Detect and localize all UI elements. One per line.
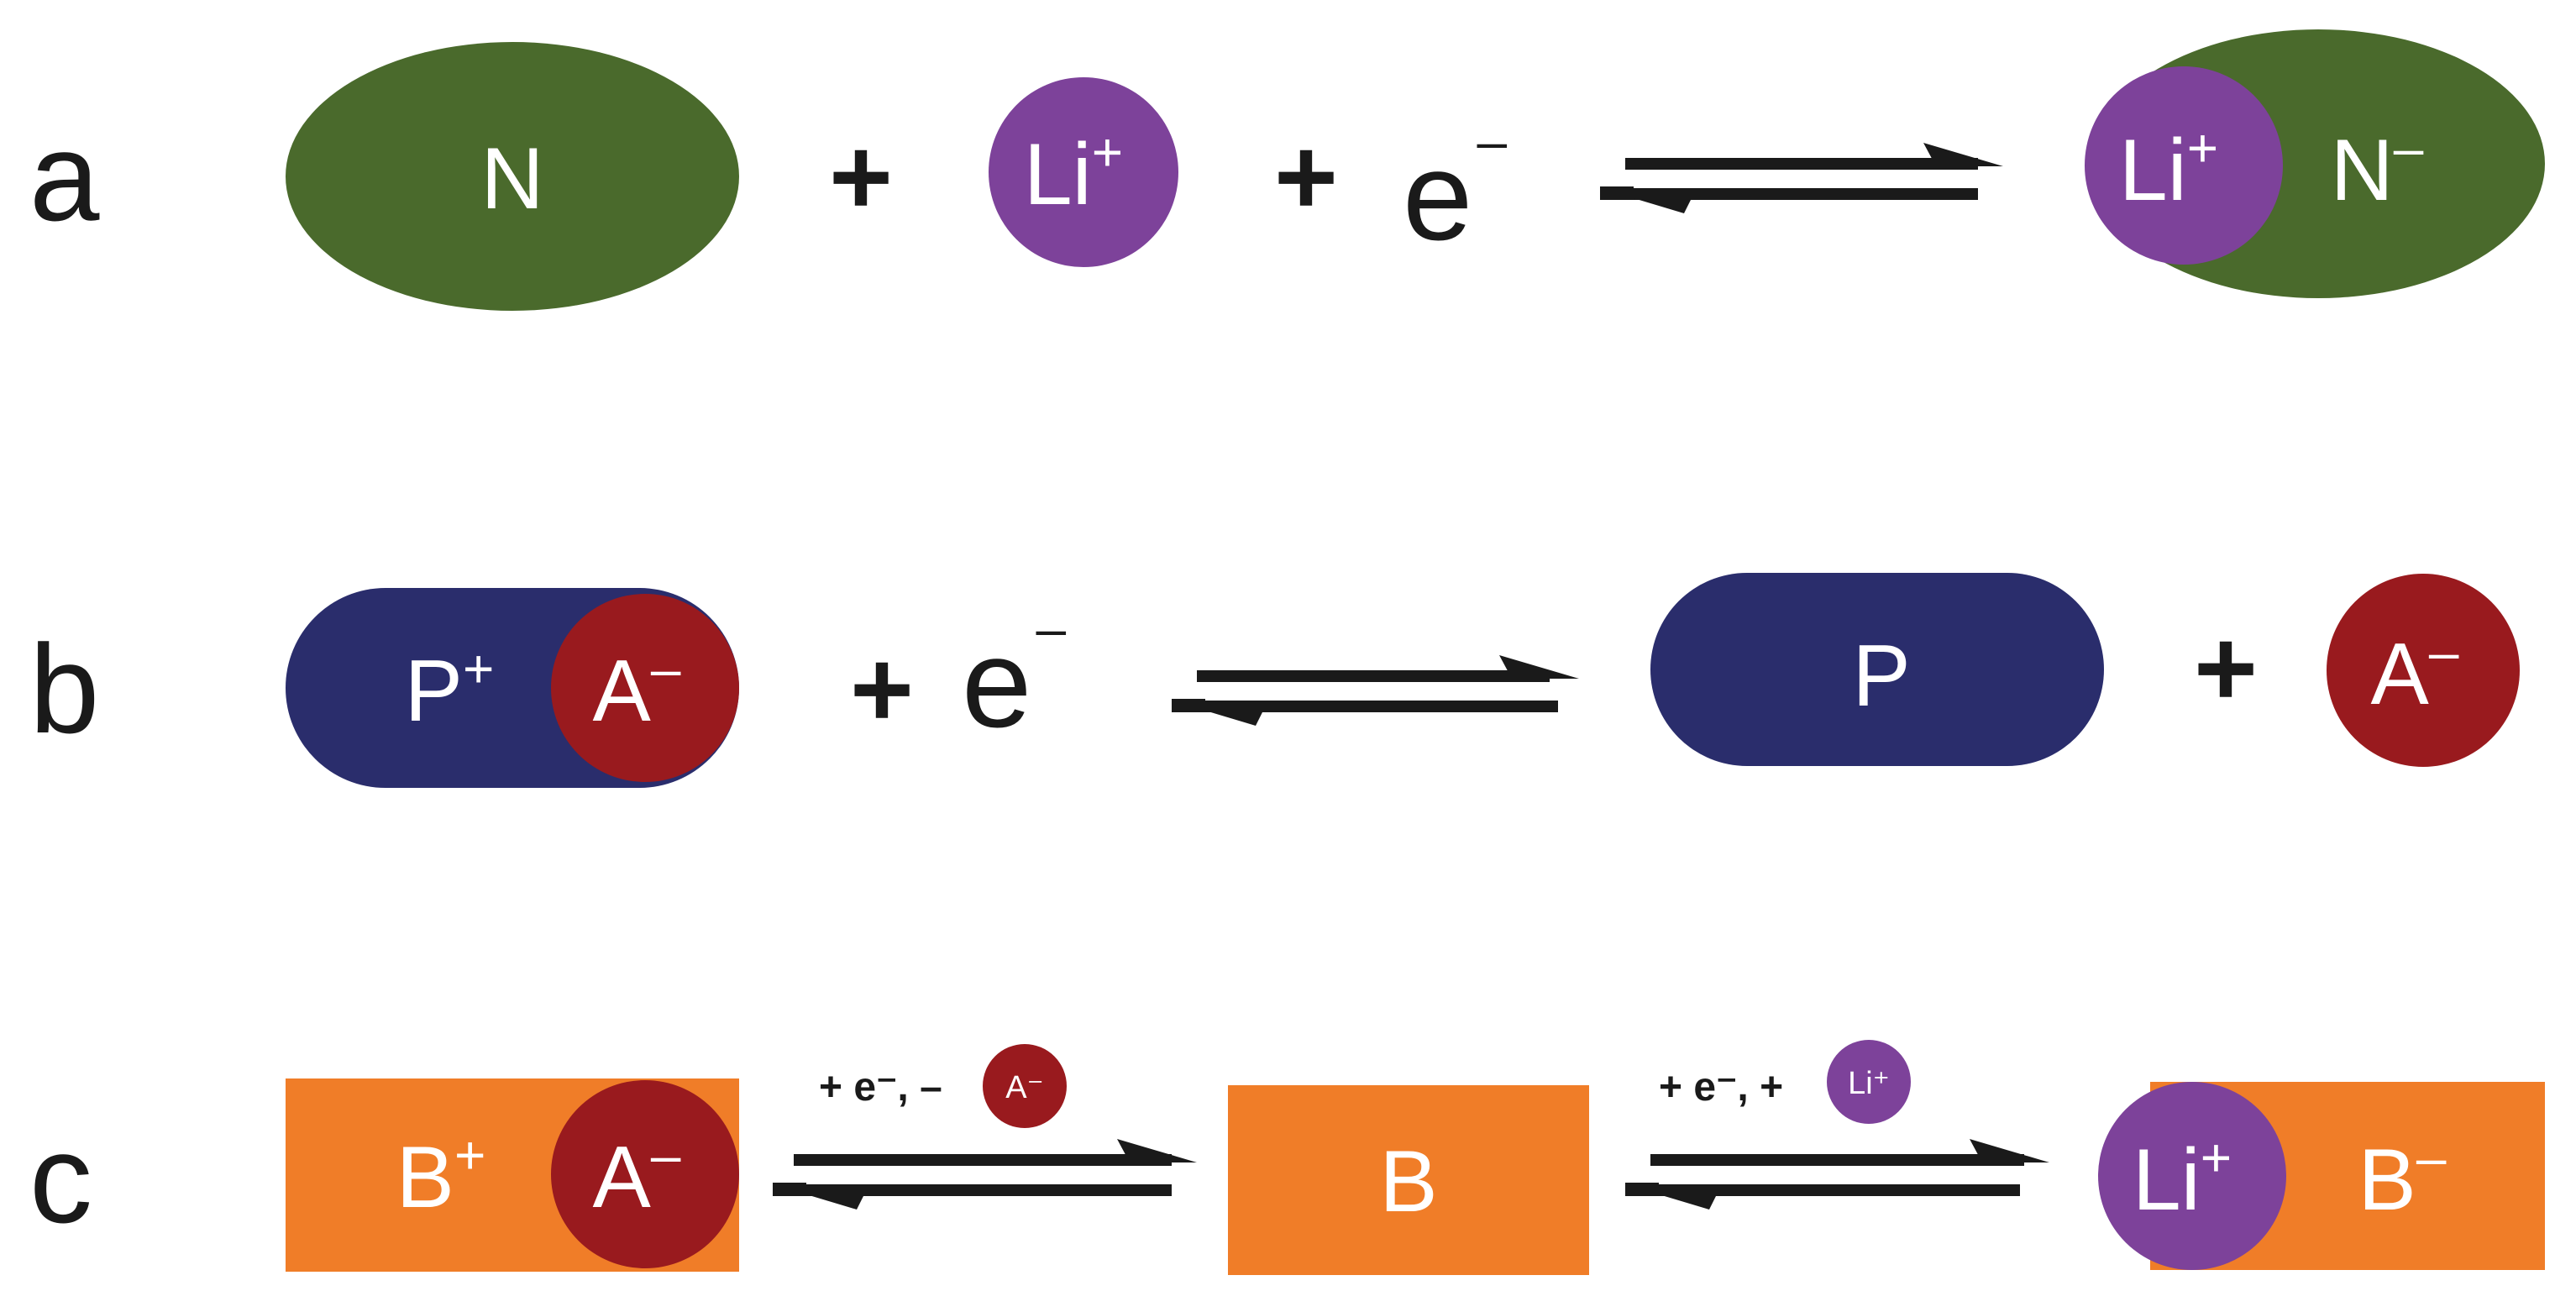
condition-2: + e⁻, + xyxy=(1659,1065,1783,1110)
equilibrium-arrow xyxy=(1600,143,2003,213)
electron-text: e xyxy=(1403,125,1472,266)
electron-charge: – xyxy=(1477,111,1507,171)
li-bound-text: Li xyxy=(2119,122,2187,219)
a-anion-bound xyxy=(551,594,739,782)
li-ion-small-label: Li⁺ xyxy=(1848,1066,1890,1101)
equilibrium-arrow xyxy=(1625,1139,2049,1210)
p-cation-label: P+ xyxy=(405,638,495,740)
a-anion-bound xyxy=(551,1080,739,1268)
electron-text: e xyxy=(962,612,1031,753)
a-free-label: A– xyxy=(2371,622,2459,723)
plus-sign: + xyxy=(850,627,914,750)
electron-charge: – xyxy=(1036,598,1066,659)
li-bound-charge: + xyxy=(2201,1127,2232,1188)
li-ion-bound xyxy=(2085,66,2283,265)
a-free-text: A xyxy=(2371,626,2430,723)
p-cation-text: P xyxy=(405,643,463,740)
a-anion-free xyxy=(2327,574,2520,767)
a-anion-label: A– xyxy=(593,1125,681,1226)
row-c: c B+ A– + e⁻, – A⁻ B + e⁻, + Li⁺ xyxy=(29,1040,2545,1275)
a-anion-charge: – xyxy=(651,1125,681,1185)
a-anion-charge: – xyxy=(651,638,681,699)
equilibrium-arrow xyxy=(1172,655,1579,726)
li-ion-small xyxy=(1827,1040,1911,1124)
li-ion-text: Li xyxy=(1024,126,1092,223)
li-ion xyxy=(989,77,1178,267)
b-cation-charge: + xyxy=(454,1125,485,1185)
li-bound-text: Li xyxy=(2133,1131,2201,1229)
row-a-label: a xyxy=(29,106,100,247)
b-cation-text: B xyxy=(396,1129,454,1226)
b-anion-charge: – xyxy=(2416,1127,2447,1188)
plus-sign: + xyxy=(1274,115,1338,238)
n-anion-charge: – xyxy=(2394,118,2424,178)
li-ion-bound xyxy=(2098,1082,2286,1270)
li-ion-label: Li+ xyxy=(1024,122,1123,223)
equilibrium-arrow xyxy=(773,1139,1197,1210)
n-anion-label: N– xyxy=(2331,118,2424,219)
b-neutral xyxy=(1228,1085,1589,1275)
a-anion-small xyxy=(983,1044,1067,1128)
electron-label: e– xyxy=(962,598,1066,753)
n-molecule-label: N xyxy=(480,130,543,228)
li-ion-charge: + xyxy=(1092,122,1123,182)
electron-label: e– xyxy=(1403,111,1507,266)
b-neutral-label: B xyxy=(1379,1133,1437,1231)
plus-sign: + xyxy=(2194,606,2258,729)
b-cation-label: B+ xyxy=(396,1125,486,1226)
p-neutral-label: P xyxy=(1852,627,1910,725)
a-anion-small-label: A⁻ xyxy=(1005,1070,1043,1105)
row-c-label: c xyxy=(29,1108,92,1249)
li-bound-label: Li+ xyxy=(2119,118,2218,219)
a-anion-text: A xyxy=(593,1129,652,1226)
n-anion-text: N xyxy=(2331,122,2394,219)
condition-1: + e⁻, – xyxy=(819,1065,942,1110)
p-cation-charge: + xyxy=(463,638,494,699)
row-a: a N + Li+ + e– Li+ N– xyxy=(29,29,2545,311)
plus-sign: + xyxy=(829,115,893,238)
p-neutral xyxy=(1650,573,2104,766)
row-b-label: b xyxy=(29,618,99,759)
li-bound-label: Li+ xyxy=(2133,1127,2232,1229)
a-anion-label: A– xyxy=(593,638,681,740)
a-anion-text: A xyxy=(593,643,652,740)
n-molecule xyxy=(286,42,739,311)
row-b: b P+ A– + e– P + A– xyxy=(29,573,2520,788)
a-free-charge: – xyxy=(2429,622,2459,682)
b-anion-label: B– xyxy=(2358,1127,2447,1229)
b-anion-text: B xyxy=(2358,1131,2416,1229)
li-bound-charge: + xyxy=(2187,118,2218,178)
